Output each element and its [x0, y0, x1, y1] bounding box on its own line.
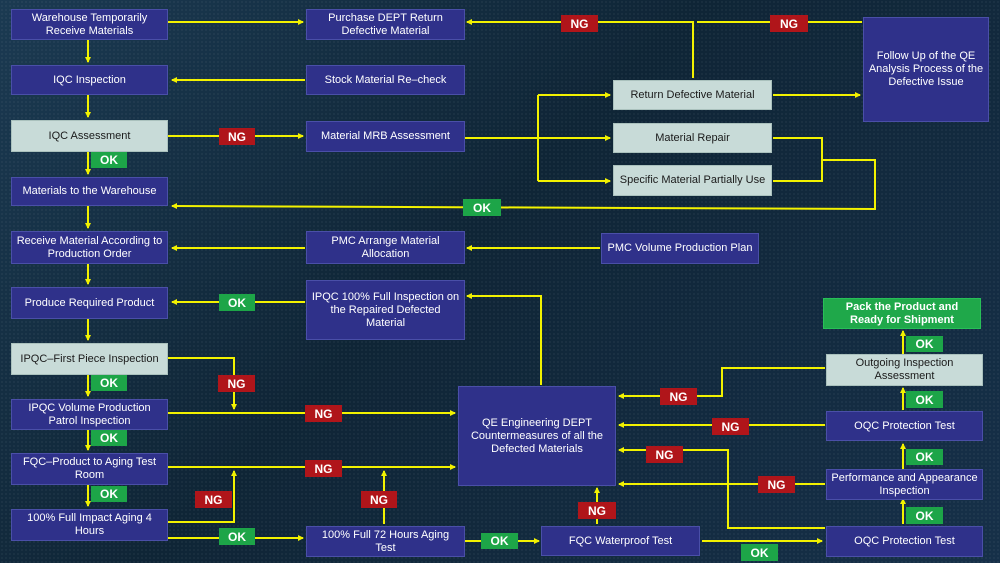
node-outgoing-assessment: Outgoing Inspection Assessment: [826, 354, 983, 386]
ng-tag-iqc-assessment: NG: [219, 128, 255, 145]
node-iqc-assessment: IQC Assessment: [11, 120, 168, 152]
node-pmc-plan: PMC Volume Production Plan: [601, 233, 759, 264]
node-warehouse-receive: Warehouse Temporarily Receive Materials: [11, 9, 168, 40]
node-fqc-waterproof: FQC Waterproof Test: [541, 526, 700, 556]
ng-tag-impact-aging: NG: [195, 491, 232, 508]
arrow-qe-to-ipqc-repaired: [466, 293, 542, 385]
ok-tag-fqc: OK: [91, 486, 127, 502]
ng-tag-followup: NG: [770, 15, 808, 32]
ok-tag-oqc-1: OK: [906, 391, 943, 408]
node-iqc-inspection: IQC Inspection: [11, 65, 168, 95]
node-ipqc-full-repaired: IPQC 100% Full Inspection on the Repaire…: [306, 280, 465, 340]
ng-tag-purchase: NG: [561, 15, 598, 32]
node-qe-countermeasures: QE Engineering DEPT Countermeasures of a…: [458, 386, 616, 486]
node-ipqc-first-piece: IPQC–First Piece Inspection: [11, 343, 168, 375]
arrow-first-piece-ng: [168, 357, 237, 410]
ok-tag-oqc-2: OK: [906, 507, 943, 524]
node-full-impact-aging: 100% Full Impact Aging 4 Hours: [11, 509, 168, 541]
node-qe-follow-up: Follow Up of the QE Analysis Process of …: [863, 17, 989, 122]
arrow-outgoing-ng-to-qe: [618, 367, 825, 399]
node-materials-to-warehouse: Materials to the Warehouse: [11, 177, 168, 206]
node-performance-appearance: Performance and Appearance Inspection: [826, 469, 983, 500]
node-return-defective: Return Defective Material: [613, 80, 772, 110]
node-mrb-assessment: Material MRB Assessment: [306, 121, 465, 152]
ng-tag-performance: NG: [758, 476, 795, 493]
ok-tag-iqc-assessment: OK: [91, 152, 127, 168]
ok-tag-outgoing: OK: [906, 336, 943, 352]
ng-tag-waterproof: NG: [578, 502, 616, 519]
node-partial-use: Specific Material Partially Use: [613, 165, 772, 196]
node-full-72-aging: 100% Full 72 Hours Aging Test: [306, 526, 465, 557]
node-ipqc-volume-patrol: IPQC Volume Production Patrol Inspection: [11, 399, 168, 430]
ng-tag-first-piece: NG: [218, 375, 255, 392]
ok-tag-performance: OK: [906, 449, 943, 465]
ok-tag-impact-aging: OK: [219, 528, 255, 545]
ok-tag-waterproof: OK: [741, 544, 778, 561]
node-purchase-return: Purchase DEPT Return Defective Material: [306, 9, 465, 40]
ng-tag-oqc-1: NG: [712, 418, 749, 435]
ng-tag-patrol: NG: [305, 405, 342, 422]
node-pack-ship: Pack the Product and Ready for Shipment: [823, 298, 981, 329]
arrow-return-to-purchase: [466, 19, 694, 78]
arrow-impact-aging-ng: [168, 470, 237, 523]
ok-tag-patrol: OK: [91, 430, 127, 446]
ng-tag-fqc: NG: [305, 460, 342, 477]
ng-tag-72h-aging: NG: [361, 491, 397, 508]
ok-tag-repair-return: OK: [463, 199, 501, 216]
node-fqc-aging-room: FQC–Product to Aging Test Room: [11, 453, 168, 485]
ok-tag-first-piece: OK: [91, 375, 127, 391]
ng-tag-outgoing: NG: [660, 388, 697, 405]
node-receive-by-order: Receive Material According to Production…: [11, 231, 168, 264]
node-produce-required: Produce Required Product: [11, 287, 168, 319]
node-oqc-protection-2: OQC Protection Test: [826, 526, 983, 557]
ok-tag-ipqc-repaired: OK: [219, 294, 255, 311]
arrow-ok-to-warehouse: [171, 159, 876, 211]
line-repair-partial-merge: [773, 137, 823, 182]
node-oqc-protection-1: OQC Protection Test: [826, 411, 983, 441]
ok-tag-72h-aging: OK: [481, 533, 518, 549]
node-material-repair: Material Repair: [613, 123, 772, 153]
node-pmc-allocation: PMC Arrange Material Allocation: [306, 231, 465, 264]
ng-tag-oqc-2: NG: [646, 446, 683, 463]
node-stock-recheck: Stock Material Re–check: [306, 65, 465, 95]
